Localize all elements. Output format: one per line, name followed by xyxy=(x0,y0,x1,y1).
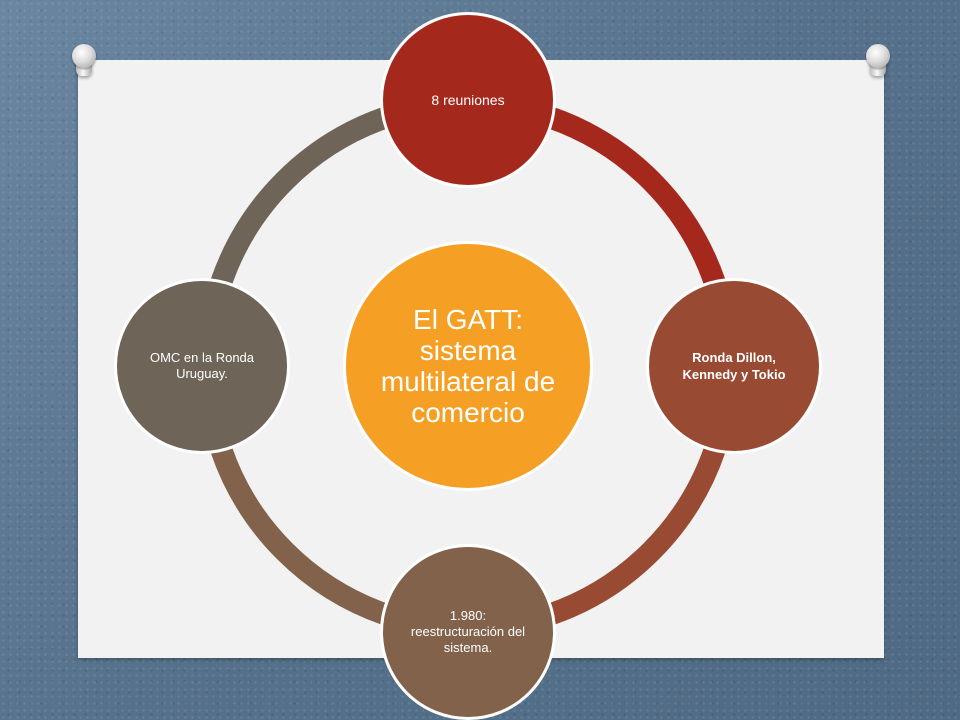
cycle-node-8-reuniones: 8 reuniones xyxy=(380,12,556,188)
ring-segment-top-right xyxy=(545,106,726,287)
pushpin-icon xyxy=(864,44,892,78)
center-node-gatt: El GATT: sistema multilateral de comerci… xyxy=(343,241,593,491)
ring-segment-right-bottom xyxy=(545,445,726,626)
ring-segment-bottom-left xyxy=(210,445,391,626)
node-label: Ronda Dillon, Kennedy y Tokio xyxy=(682,350,786,382)
ring-segment-left-top xyxy=(210,106,391,287)
node-label: 1.980: reestructuración del sistema. xyxy=(410,608,526,655)
node-label: 8 reuniones xyxy=(431,92,505,108)
node-label: OMC en la Ronda Uruguay. xyxy=(149,350,255,381)
cycle-node-omc: OMC en la Ronda Uruguay. xyxy=(114,278,290,454)
center-label: El GATT: sistema multilateral de comerci… xyxy=(380,304,556,428)
cycle-node-rondas: Ronda Dillon, Kennedy y Tokio xyxy=(646,278,822,454)
pushpin-icon xyxy=(70,44,98,78)
cycle-node-reestructuracion: 1.980: reestructuración del sistema. xyxy=(380,544,556,720)
